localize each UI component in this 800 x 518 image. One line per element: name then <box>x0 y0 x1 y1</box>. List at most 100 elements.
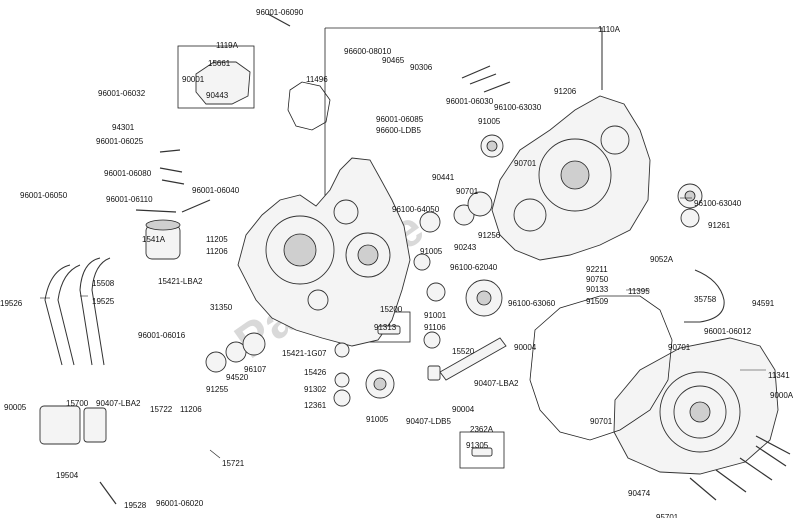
part-label: 9052A <box>650 255 674 264</box>
part-label: 91305 <box>466 441 489 450</box>
part-label: 96100-63030 <box>494 103 542 112</box>
part-label: 96100-64050 <box>392 205 440 214</box>
part-label: 90004 <box>452 405 475 414</box>
part-label: 90701 <box>668 343 691 352</box>
part-label: 91256 <box>478 231 501 240</box>
part-label: 96100-63060 <box>508 299 556 308</box>
part-label: 15426 <box>304 368 327 377</box>
part-label: 15421-1G07 <box>282 349 327 358</box>
part-number-labels: 96001-060901110A1119A96600-0801090465156… <box>0 8 794 518</box>
part-label: 96001-06032 <box>98 89 146 98</box>
head-gasket <box>287 81 331 131</box>
part-label: 11205 <box>206 235 228 244</box>
part-label: 96100-62040 <box>450 263 498 272</box>
part-label: 91106 <box>424 323 446 332</box>
part-label: 90701 <box>590 417 613 426</box>
part-label: 96001-06025 <box>96 137 144 146</box>
part-label: 15721 <box>222 459 245 468</box>
part-label: 90407-LBA2 <box>96 399 141 408</box>
part-label: 91005 <box>366 415 389 424</box>
bolts <box>99 13 791 505</box>
part-label: 91005 <box>478 117 501 126</box>
part-label: 90443 <box>206 91 229 100</box>
part-label: 96001-06110 <box>106 195 153 204</box>
part-label: 91509 <box>586 297 609 306</box>
part-label: 96107 <box>244 365 267 374</box>
part-label: 11496 <box>306 75 328 84</box>
part-label: 15421-LBA2 <box>158 277 203 286</box>
part-label: 96600-LDB5 <box>376 126 421 135</box>
part-label: 15700 <box>66 399 89 408</box>
coolant-hoses <box>44 257 111 366</box>
part-label: 90750 <box>586 275 609 284</box>
part-label: 91302 <box>304 385 327 394</box>
right-crankcase <box>491 95 651 261</box>
part-label: 12361 <box>304 401 327 410</box>
part-label: 96600-08010 <box>344 47 392 56</box>
part-label: 92211 <box>586 265 608 274</box>
shafts-and-pins <box>377 325 507 457</box>
part-label: 15200 <box>380 305 403 314</box>
part-label: 91255 <box>206 385 229 394</box>
part-label: 90004 <box>514 343 537 352</box>
part-label: 96001-06050 <box>20 191 68 200</box>
part-label: 90005 <box>4 403 27 412</box>
group-box-1119a <box>177 45 255 109</box>
part-label: 90407-LDB5 <box>406 417 451 426</box>
part-label: 90441 <box>432 173 455 182</box>
part-label: 96001-06085 <box>376 115 424 124</box>
part-label: 1541A <box>142 235 166 244</box>
part-label: 91206 <box>554 87 577 96</box>
part-label: 90407-LBA2 <box>474 379 519 388</box>
part-label: 96001-06020 <box>156 499 204 508</box>
part-label: 19526 <box>0 299 23 308</box>
part-label: 19525 <box>92 297 115 306</box>
part-label: 19504 <box>56 471 79 480</box>
bearings-and-seals <box>205 134 703 407</box>
part-label: 91005 <box>420 247 443 256</box>
part-label: 96100-63040 <box>694 199 742 208</box>
part-label: 15520 <box>452 347 475 356</box>
part-label: 31350 <box>210 303 233 312</box>
oil-cooler <box>39 405 107 445</box>
part-label: 2362A <box>470 425 494 434</box>
part-label: 90306 <box>410 63 433 72</box>
head-cover <box>195 61 251 105</box>
sensor-cable <box>684 269 725 323</box>
group-box-2362a <box>459 431 505 469</box>
part-label: 11395 <box>628 287 650 296</box>
leader-lines <box>40 197 766 459</box>
part-label: 96001-06030 <box>446 97 494 106</box>
part-label: 94520 <box>226 373 249 382</box>
part-label: 90001 <box>182 75 205 84</box>
part-label: 95701 <box>656 513 679 518</box>
part-label: 91313 <box>374 323 397 332</box>
part-label: 11341 <box>768 371 790 380</box>
part-label: 11206 <box>206 247 228 256</box>
part-label: 90133 <box>586 285 609 294</box>
part-label: 94301 <box>112 123 135 132</box>
part-label: 96001-06080 <box>104 169 152 178</box>
part-label: 9000A <box>770 391 794 400</box>
part-label: 15508 <box>92 279 115 288</box>
left-crankcase <box>237 157 411 347</box>
part-label: 90701 <box>456 187 479 196</box>
part-label: 96001-06040 <box>192 186 240 195</box>
part-label: 19528 <box>124 501 147 510</box>
part-label: 90243 <box>454 243 477 252</box>
part-label: 1119A <box>216 41 239 50</box>
part-label: 91261 <box>708 221 731 230</box>
part-label: 90701 <box>514 159 537 168</box>
part-label: 1110A <box>598 25 621 34</box>
part-label: 94591 <box>752 299 775 308</box>
part-label: 15661 <box>208 59 231 68</box>
part-label: 96001-06016 <box>138 331 186 340</box>
part-label: 90474 <box>628 489 651 498</box>
part-label: 15722 <box>150 405 173 414</box>
part-label: 90465 <box>382 56 405 65</box>
oil-filter <box>145 219 181 260</box>
part-label: 96001-06012 <box>704 327 752 336</box>
part-label: 91001 <box>424 311 447 320</box>
cvt-gasket <box>529 295 673 441</box>
